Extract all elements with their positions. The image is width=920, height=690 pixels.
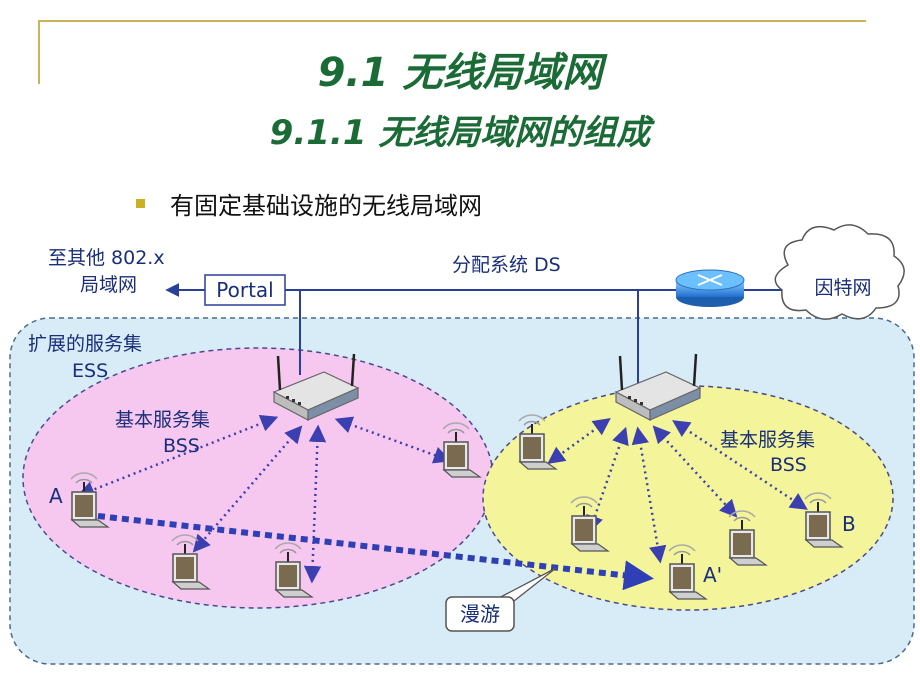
link-ap-left-to-a bbox=[76, 415, 279, 498]
slide-subtitle: 9.1.1 无线局域网的组成 bbox=[269, 113, 651, 153]
other-lan-label-line1: 至其他 802.x bbox=[48, 247, 165, 269]
slide-title: 9.1 无线局域网 bbox=[317, 50, 603, 96]
station-b-label: B bbox=[842, 512, 856, 536]
portal-label: Portal bbox=[216, 278, 273, 302]
link-ap-right-to-station-3 bbox=[652, 425, 738, 518]
bullet-text: 有固定基础设施的无线局域网 bbox=[170, 192, 482, 220]
roaming-callout-box bbox=[445, 596, 515, 632]
portal-box bbox=[204, 274, 286, 306]
frame-left-rule bbox=[38, 20, 40, 84]
roaming-label: 漫游 bbox=[460, 602, 500, 626]
bss-right-label-line1: 基本服务集 bbox=[720, 429, 815, 451]
bss-left-label-line1: 基本服务集 bbox=[115, 409, 210, 431]
link-ap-left-to-station-3 bbox=[334, 416, 452, 464]
ess-label-line2: ESS bbox=[72, 360, 108, 382]
station-a-label: A bbox=[49, 484, 63, 508]
roaming-path bbox=[97, 513, 654, 591]
router-icon bbox=[675, 269, 745, 307]
link-ap-right-to-b bbox=[672, 420, 808, 510]
ess-label-line1: 扩展的服务集 bbox=[28, 333, 142, 355]
internet-label: 因特网 bbox=[814, 277, 871, 299]
ds-label: 分配系统 DS bbox=[452, 254, 561, 276]
frame-top-rule bbox=[38, 20, 866, 22]
link-ap-right-to-a-prime bbox=[631, 426, 667, 564]
link-ap-left-to-station-2 bbox=[303, 424, 327, 584]
station-a-prime-label: A' bbox=[703, 563, 722, 587]
bullet-square-icon bbox=[136, 199, 145, 208]
internet-cloud-icon bbox=[774, 224, 905, 320]
bss-right-label-line2: BSS bbox=[770, 454, 807, 476]
bss-left-label-line2: BSS bbox=[163, 435, 200, 457]
bss-left-region bbox=[22, 347, 494, 609]
other-lan-label-line2: 局域网 bbox=[80, 274, 137, 296]
